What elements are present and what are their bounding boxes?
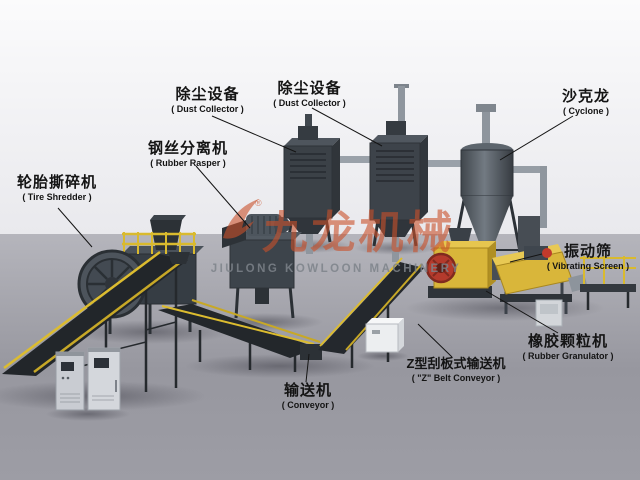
- label-en: ( Rubber Rasper ): [150, 158, 226, 169]
- electrical-box: [365, 318, 404, 353]
- right-platform: [580, 256, 636, 310]
- rubber-granulator-machine: [425, 228, 510, 298]
- label-zh: Z型刮板式输送机: [406, 356, 506, 371]
- label-en: ( Conveyor ): [281, 400, 335, 411]
- discharge-conveyor: [158, 299, 322, 372]
- label-en: ( "Z" Belt Conveyor ): [411, 372, 501, 383]
- label-z-belt-conveyor: Z型刮板式输送机 ( "Z" Belt Conveyor ): [394, 356, 518, 383]
- brand-subtitle: JIULONG KOWLOON MACHINERY: [210, 263, 462, 275]
- label-en: ( Rubber Granulator ): [522, 351, 614, 362]
- jiulong-logo-icon: ®: [222, 198, 262, 239]
- label-en: ( Dust Collector ): [273, 98, 346, 109]
- label-tire-shredder: 轮胎撕碎机 ( Tire Shredder ): [2, 174, 112, 203]
- duct-pipes: [306, 84, 547, 262]
- label-rubber-granulator: 橡胶颗粒机 ( Rubber Granulator ): [502, 333, 634, 362]
- label-en: ( Dust Collector ): [171, 104, 244, 115]
- label-en: ( Cyclone ): [562, 106, 609, 117]
- label-cyclone: 沙克龙 ( Cyclone ): [542, 88, 630, 117]
- z-belt-conveyor-machine: [318, 257, 424, 368]
- label-dust-collector-2: 除尘设备 ( Dust Collector ): [262, 80, 357, 109]
- label-dust-collector-1: 除尘设备 ( Dust Collector ): [160, 86, 255, 115]
- label-zh: 除尘设备: [175, 86, 240, 103]
- label-vibrating-screen: 振动筛 ( Vibrating Screen ): [540, 243, 636, 272]
- label-zh: 钢丝分离机: [147, 140, 228, 157]
- brand-name: 九龙机械: [261, 207, 457, 258]
- label-zh: 沙克龙: [561, 88, 610, 105]
- label-en: ( Tire Shredder ): [22, 192, 92, 203]
- brand-watermark: ® 九龙机械 JIULONG KOWLOON MACHINERY: [200, 196, 472, 275]
- label-en: ( Vibrating Screen ): [546, 261, 630, 272]
- label-conveyor: 输送机 ( Conveyor ): [268, 382, 348, 411]
- label-zh: 输送机: [283, 382, 332, 399]
- label-rubber-rasper: 钢丝分离机 ( Rubber Rasper ): [138, 140, 238, 169]
- label-zh: 除尘设备: [277, 80, 342, 97]
- dust-collector-2-machine: [369, 121, 428, 247]
- rubber-rasper-machine: [222, 214, 302, 319]
- registered-mark: ®: [255, 198, 262, 208]
- label-zh: 橡胶颗粒机: [527, 333, 608, 350]
- label-zh: 轮胎撕碎机: [16, 174, 97, 191]
- label-zh: 振动筛: [563, 243, 612, 260]
- control-cabinets: [55, 347, 121, 411]
